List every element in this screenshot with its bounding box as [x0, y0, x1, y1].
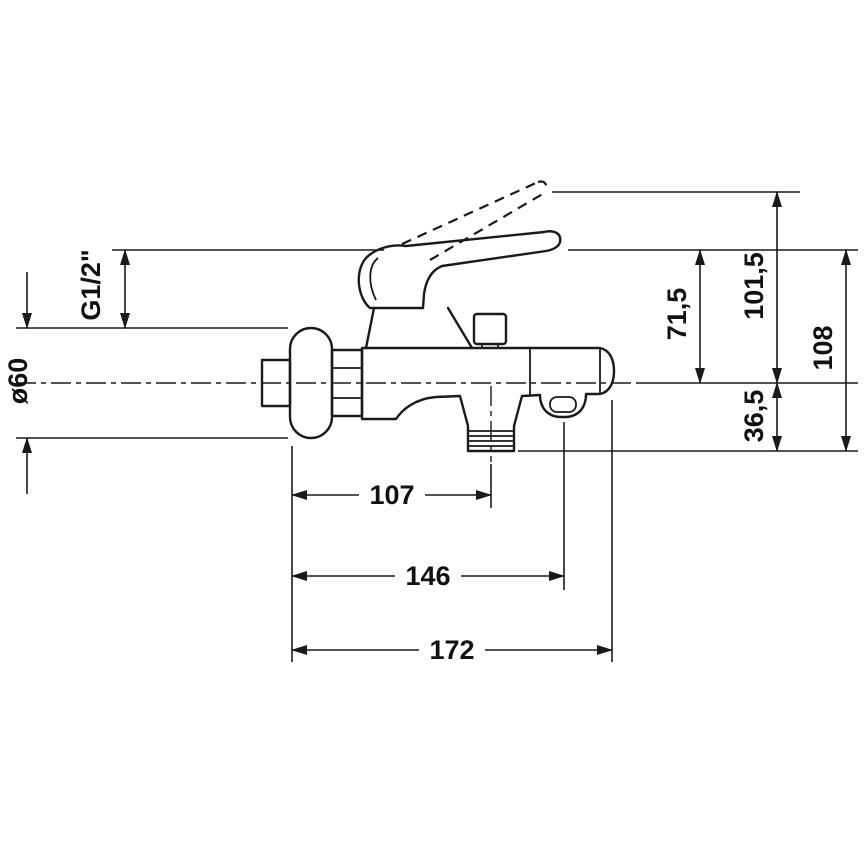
dimension-label-projection-outlet: 107: [369, 480, 414, 510]
extension-lines: [16, 191, 858, 662]
outlet-threads: [468, 430, 514, 447]
label-background: [419, 633, 485, 666]
mixer-body: [360, 346, 616, 453]
cartridge-tower-right: [446, 306, 474, 350]
phantom-lever-top: [401, 180, 539, 246]
dimension-label-thread: G1/2": [76, 249, 106, 320]
dim-lever-height: 71,5: [662, 249, 705, 384]
dim-thread: G1/2": [76, 249, 130, 329]
label-background: [395, 559, 461, 592]
dim-projection-outlet: 107: [291, 478, 492, 511]
lever-raised-phantom: [401, 180, 548, 261]
dim-total-projection: 172: [291, 633, 613, 666]
dimension-label-total-projection: 172: [429, 635, 474, 665]
centerlines: [16, 382, 640, 462]
dim-flange-diameter: ø60: [3, 272, 33, 494]
lever-cap-inner-line: [369, 257, 379, 301]
dimension-label-flange-diameter: ø60: [3, 358, 33, 405]
label-background: [359, 478, 425, 511]
dim-raised-lever-height: 101,5: [739, 191, 782, 384]
cartridge-tower-left: [364, 306, 376, 350]
dimension-label-depth-below-axis: 36,5: [739, 390, 769, 443]
dimension-label-total-height: 108: [808, 325, 838, 370]
dim-total-height: 108: [808, 249, 851, 452]
dim-projection-spout: 146: [291, 559, 565, 592]
lever-handle: [357, 230, 562, 310]
dimension-label-projection-spout: 146: [405, 561, 450, 591]
spout-opening: [549, 396, 577, 413]
dimension-annotations: G1/2" ø60 71,5 101,5 36,5: [3, 191, 851, 666]
phantom-lever-bottom: [429, 191, 547, 261]
diverter-knob: [472, 312, 508, 346]
dimension-label-raised-lever-height: 101,5: [739, 252, 769, 320]
dimension-label-lever-height: 71,5: [662, 288, 692, 341]
faucet-outline: [260, 180, 616, 453]
dim-depth-below-axis: 36,5: [739, 382, 782, 452]
phantom-lever-tip: [537, 180, 548, 193]
